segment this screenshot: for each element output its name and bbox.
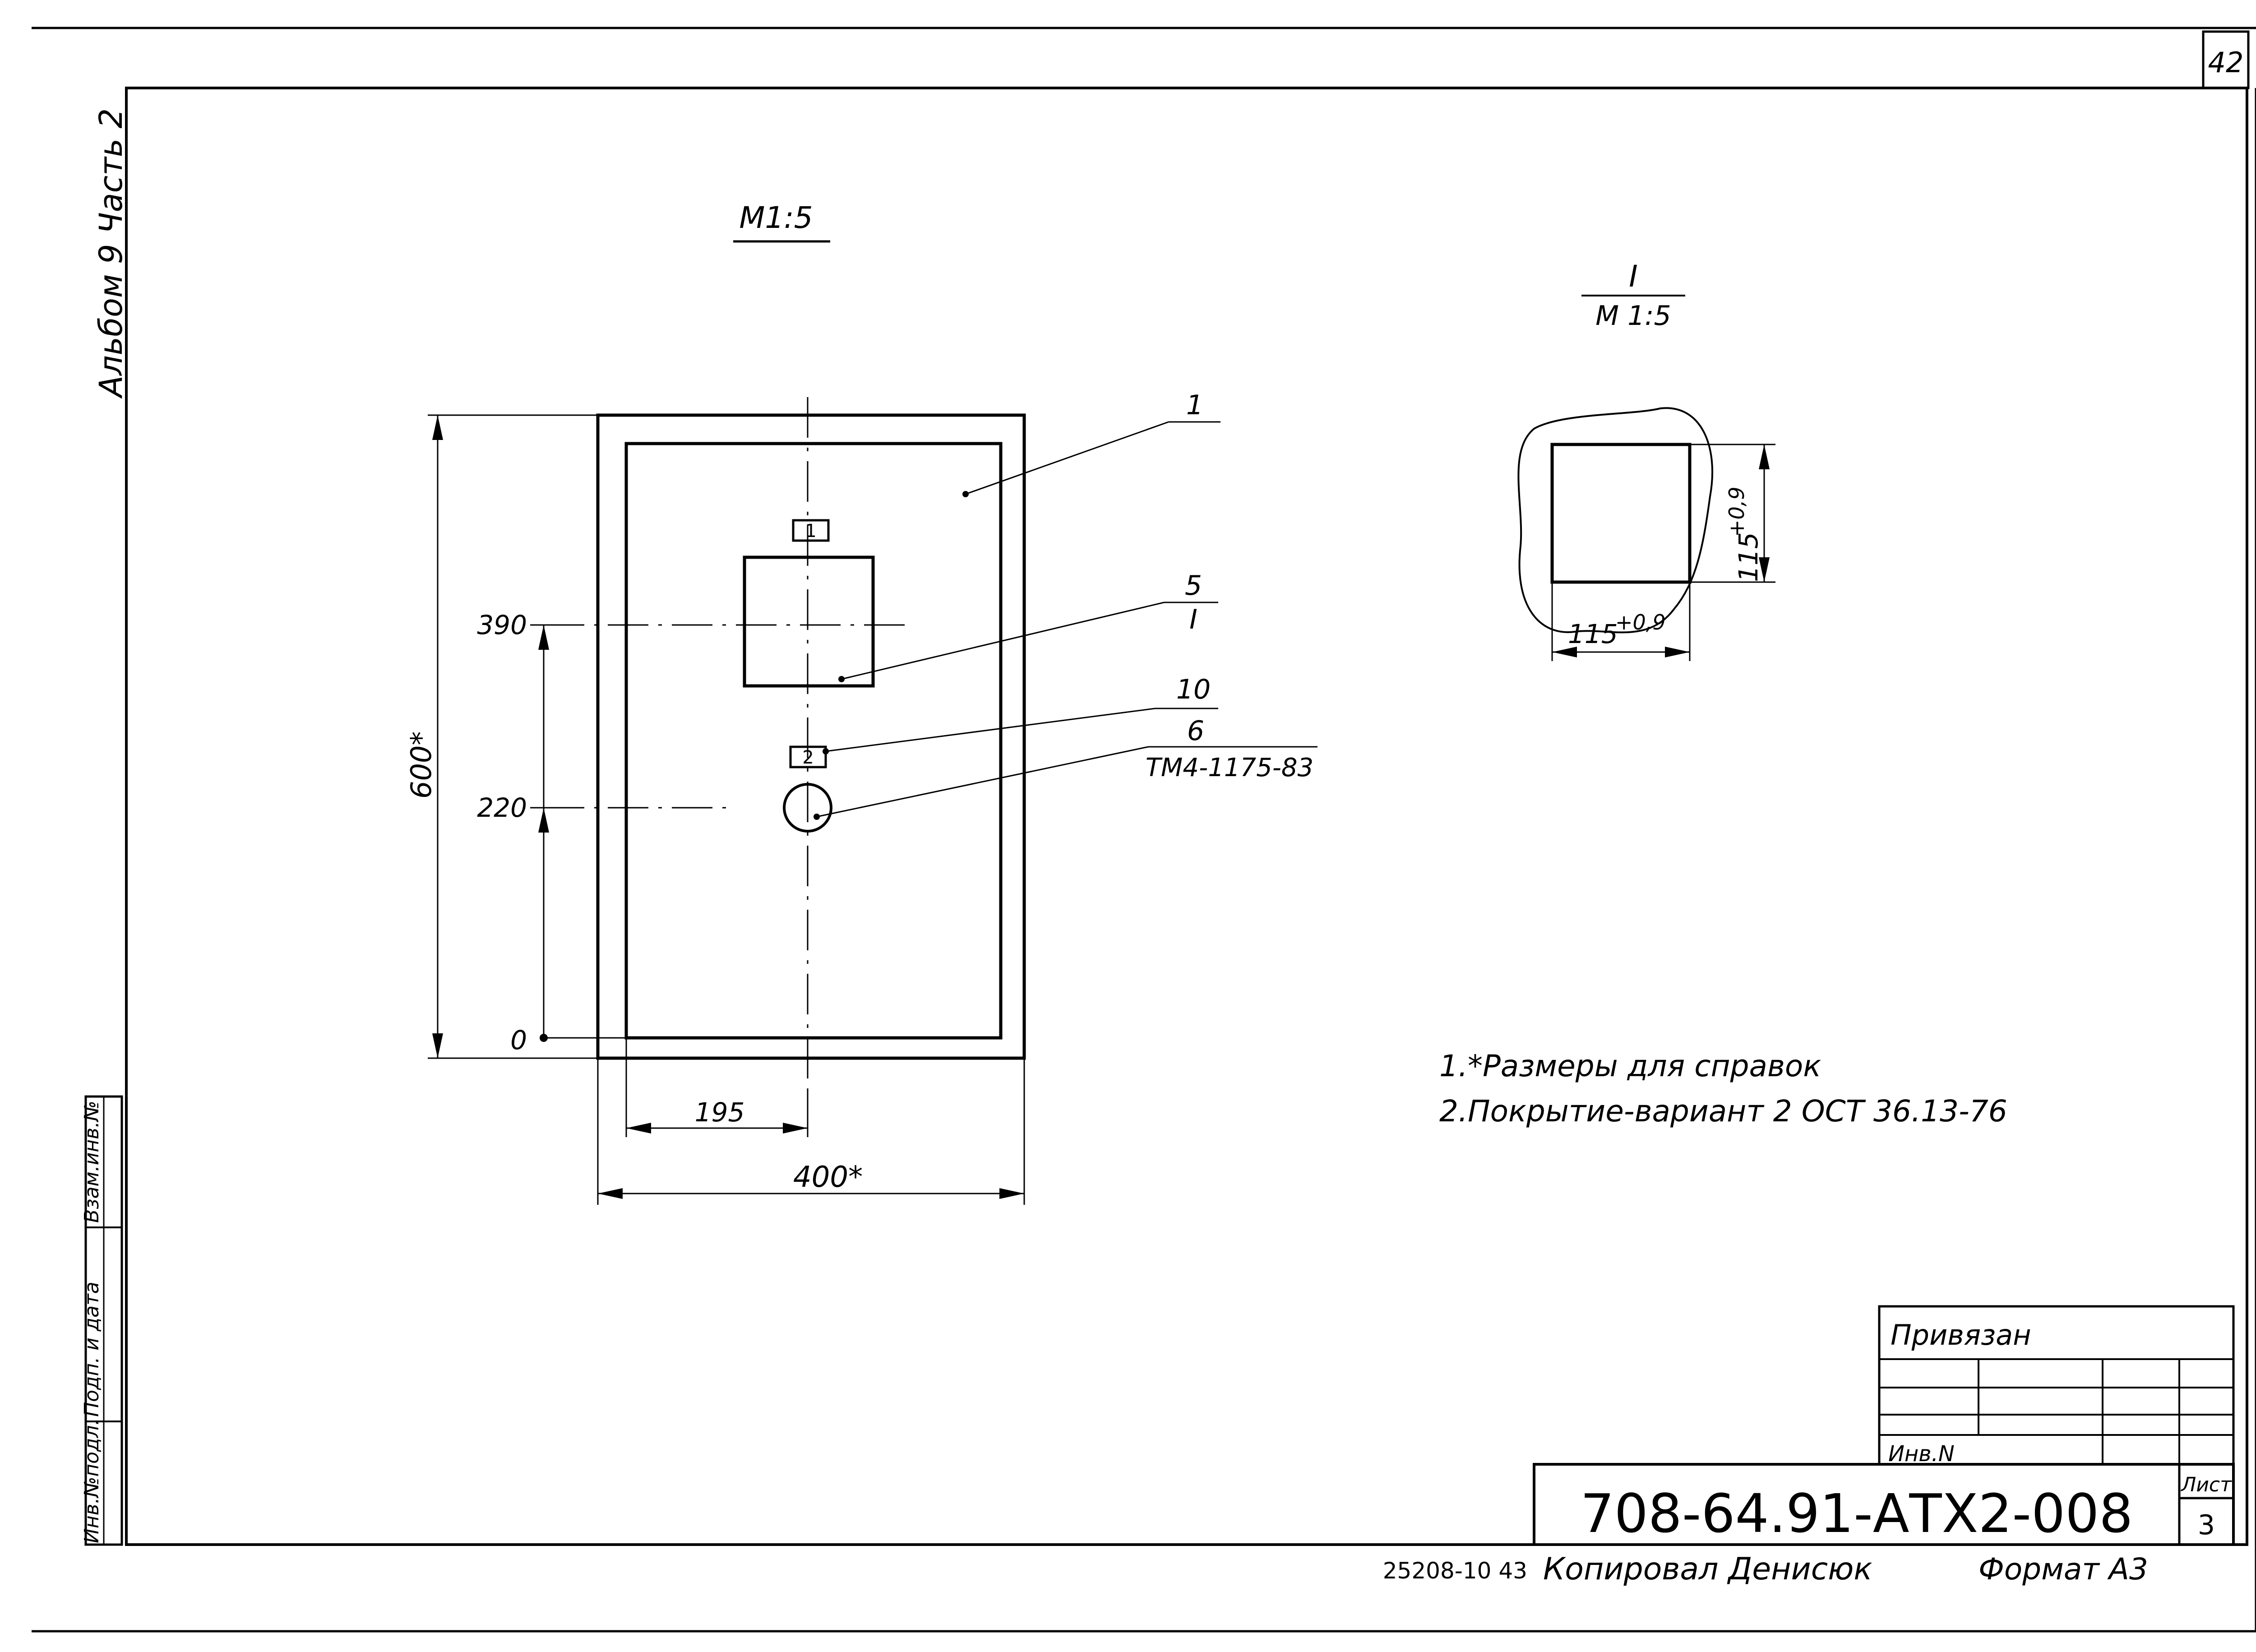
dim-220: 220 [477, 792, 527, 823]
footer-copied-by: Копировал Денисюк [1543, 1551, 1872, 1587]
leader-lines [814, 421, 1318, 820]
callout-6: 6 [1187, 715, 1204, 747]
detail-dim-width: 115 [1568, 619, 1618, 649]
title-inv-n: Инв.N [1888, 1441, 1955, 1467]
stamp-podp-data: Подп. и дата [80, 1282, 103, 1417]
dim-width-total: 400* [793, 1161, 863, 1194]
dim-0: 0 [510, 1025, 527, 1055]
note-1: 1.*Размеры для справок [1439, 1049, 1821, 1083]
title-list-label: Лист [2180, 1473, 2232, 1496]
footer-order-no: 25208-10 43 [1383, 1558, 1527, 1584]
detail-dim-height-tol: +0,9 [1724, 486, 1749, 537]
detail-scale: М 1:5 [1595, 300, 1671, 332]
side-stamp [84, 1095, 123, 1546]
sheet-frame [32, 27, 2256, 1633]
sheet-number-top: 42 [2208, 46, 2244, 79]
note-2: 2.Покрытие-вариант 2 ОСТ 36.13-76 [1439, 1094, 2007, 1129]
dim-390: 390 [477, 610, 527, 640]
footer-format: Формат А3 [1979, 1552, 2148, 1587]
detail-dim-width-tol: +0,9 [1615, 610, 1666, 634]
detail-dim-height: 115 [1733, 532, 1764, 582]
detail-square [1550, 443, 1692, 584]
marker-2 [789, 745, 827, 768]
stamp-inv-podl: Инв.№подл. [80, 1419, 103, 1543]
callout-5-detail: I [1189, 604, 1197, 635]
marker-1-label: 1 [805, 521, 816, 541]
square-opening [743, 555, 875, 688]
title-list-value: 3 [2198, 1509, 2215, 1541]
title-doc-code: 708-64.91-АТХ2-008 [1581, 1482, 2133, 1545]
marker-2-label: 2 [802, 747, 814, 768]
dim-height-total: 600* [405, 731, 438, 799]
callout-5: 5 [1185, 570, 1202, 602]
stamp-vzam-inv: Взам.инв.№ [80, 1101, 103, 1223]
callout-6-standard: ТМ4-1175-83 [1146, 753, 1313, 782]
detail-dimension-lines [1551, 444, 1775, 661]
marker-1 [792, 519, 830, 542]
detail-title: I [1629, 259, 1637, 294]
main-view-scale: М1:5 [739, 200, 813, 235]
dimension-lines [428, 414, 1025, 1205]
callout-10: 10 [1176, 674, 1211, 705]
plate-outline [596, 413, 1026, 1060]
title-privyazan: Привязан [1891, 1319, 2031, 1351]
title-block [1533, 1305, 2235, 1546]
dim-195: 195 [695, 1097, 745, 1128]
callout-1: 1 [1186, 389, 1203, 421]
center-lines [544, 397, 911, 1092]
detail-circle [1517, 407, 1714, 634]
album-label: Альбом 9 Часть 2 [92, 108, 129, 399]
